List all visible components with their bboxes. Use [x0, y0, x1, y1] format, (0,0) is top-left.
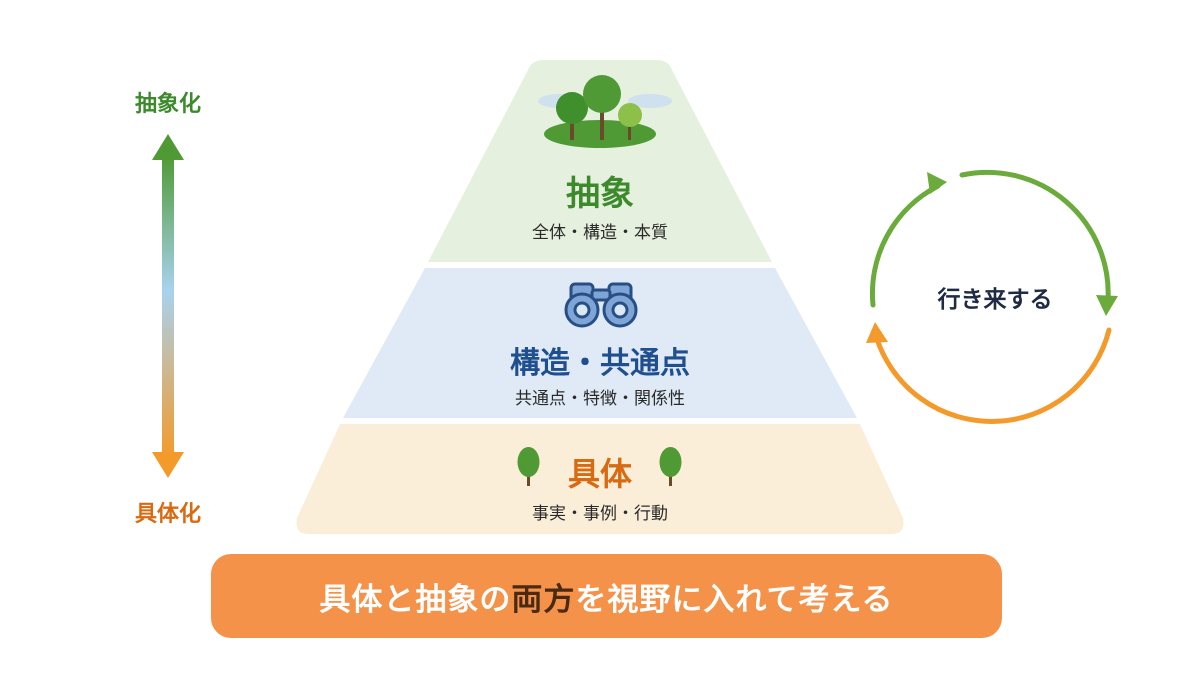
pyramid-top-tier [428, 60, 772, 262]
pyramid-middle-tier [343, 268, 857, 418]
binoculars-icon [564, 282, 638, 328]
bottom-tier-subtitle: 事実・事例・行動 [532, 504, 668, 524]
cycle-arrows [869, 169, 1112, 424]
tree-icon-right [659, 447, 682, 486]
conclusion-banner: 具体と抽象の両方を視野に入れて考える [211, 554, 1002, 638]
banner-text-emphasis: 両方 [511, 581, 576, 618]
top-tier-title: 抽象 [566, 174, 634, 214]
cycle-arrowhead-top [927, 172, 947, 194]
cycle-label: 行き来する [937, 287, 1053, 313]
banner-text-before: 具体と抽象の [319, 581, 512, 618]
trees-icon [538, 75, 672, 148]
pyramid-bottom-tier [296, 424, 904, 534]
cycle-arrowhead-right [1096, 295, 1118, 316]
middle-tier-title: 構造・共通点 [510, 346, 690, 381]
tree-icon-left [517, 447, 540, 486]
banner-text-after: を視野に入れて考える [575, 581, 894, 618]
top-tier-subtitle: 全体・構造・本質 [532, 223, 668, 243]
middle-tier-subtitle: 共通点・特徴・関係性 [515, 389, 685, 409]
vertical-axis-arrow [152, 134, 184, 478]
cycle-arrowhead-left [866, 322, 888, 343]
concretization-label: 具体化 [134, 502, 201, 527]
abstraction-label: 抽象化 [134, 92, 201, 117]
bottom-tier-title: 具体 [567, 455, 632, 493]
